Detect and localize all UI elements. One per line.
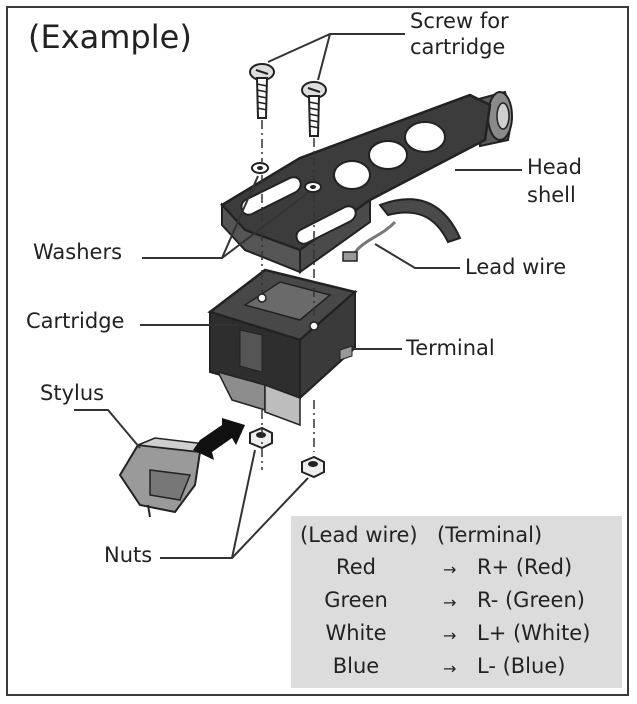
table-terminal-green: R- (Green) <box>477 588 585 612</box>
stylus <box>118 437 207 518</box>
table-wire-red: Red <box>336 555 376 579</box>
screw-right <box>301 81 327 137</box>
nut <box>301 455 325 479</box>
nut <box>249 426 273 450</box>
alignment-axes <box>261 120 315 470</box>
label-screw-line1: Screw for <box>410 9 509 33</box>
arrow-icon: → <box>443 593 457 612</box>
leader-lines <box>74 33 522 559</box>
label-head-line2: shell <box>527 183 576 207</box>
arrow-icon: → <box>443 659 457 678</box>
cartridge <box>207 268 358 427</box>
wiring-table: (Lead wire) (Terminal) Red → R+ (Red) Gr… <box>291 516 622 688</box>
insert-arrow-icon <box>193 418 245 460</box>
label-nuts: Nuts <box>104 543 153 567</box>
table-header-terminal: (Terminal) <box>437 523 543 547</box>
arrow-icon: → <box>443 560 457 579</box>
label-head-line1: Head <box>527 155 582 179</box>
head-shell <box>220 90 514 274</box>
label-cartridge: Cartridge <box>26 309 125 333</box>
screw-left <box>249 63 275 119</box>
table-wire-green: Green <box>324 588 388 612</box>
label-stylus: Stylus <box>40 381 105 405</box>
arrow-icon: → <box>443 626 457 645</box>
table-terminal-white: L+ (White) <box>477 621 591 645</box>
table-header-lead-wire: (Lead wire) <box>300 523 418 547</box>
label-lead-wire: Lead wire <box>465 255 567 279</box>
label-screw-line2: cartridge <box>410 35 506 59</box>
diagram-title: (Example) <box>28 18 192 56</box>
label-terminal: Terminal <box>406 336 495 360</box>
table-wire-blue: Blue <box>332 654 380 678</box>
label-washers: Washers <box>33 240 123 264</box>
table-terminal-red: R+ (Red) <box>477 555 573 579</box>
table-wire-white: White <box>325 621 387 645</box>
table-terminal-blue: L- (Blue) <box>477 654 566 678</box>
